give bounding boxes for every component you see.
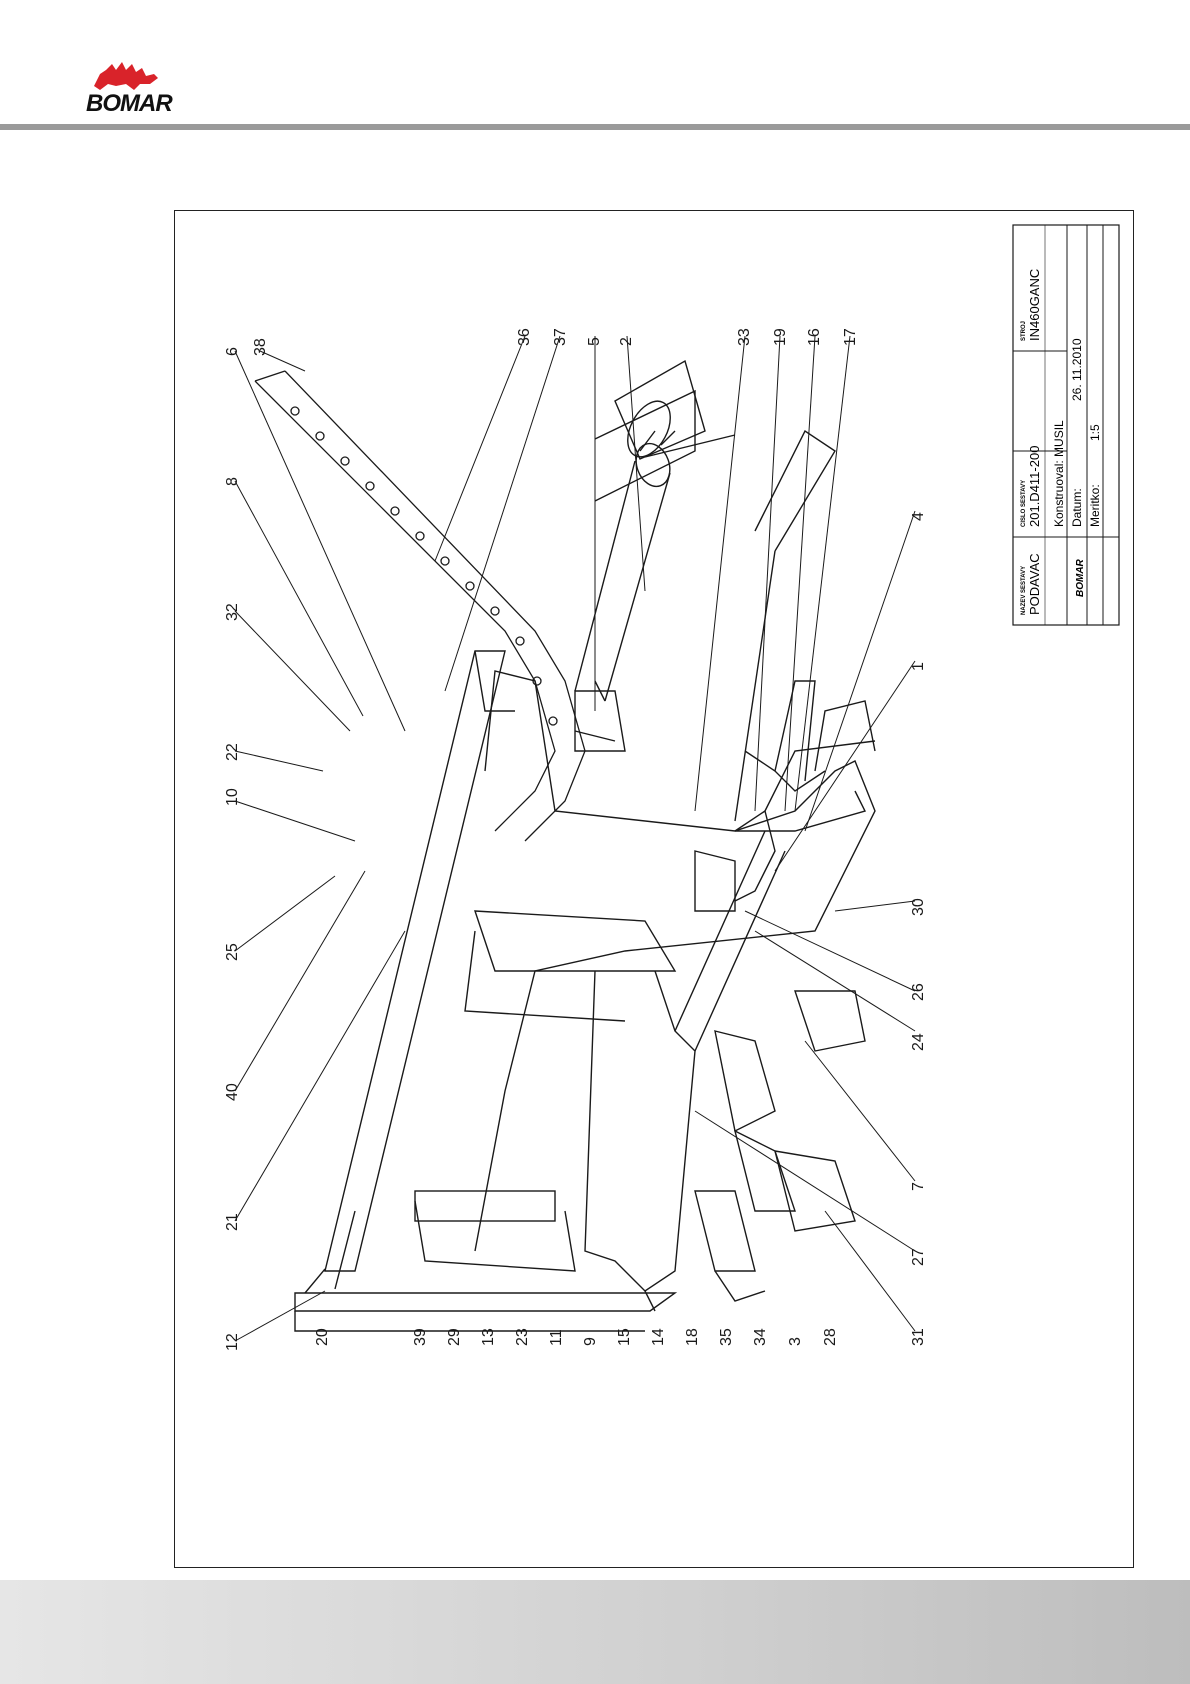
callout-22: 22 [224, 743, 241, 761]
logo-text: BOMAR [86, 90, 172, 118]
callout-37: 37 [552, 328, 569, 346]
technical-drawing: NAZEV SESTAVY PODAVAC CISLO SESTAVY 201.… [175, 211, 1133, 1567]
title-date-value: 26. 11.2010 [1070, 338, 1084, 401]
title-date-label: Datum: [1070, 488, 1084, 527]
callout-7: 7 [910, 1182, 927, 1191]
callout-34: 34 [752, 1328, 769, 1346]
page-footer [0, 1580, 1190, 1684]
callout-3: 3 [787, 1337, 804, 1346]
assembly-drawing [295, 361, 875, 1331]
callouts-right: 4 1 30 26 24 7 27 31 28 3 34 35 18 14 15… [314, 512, 927, 1346]
callout-33: 33 [736, 328, 753, 346]
callout-25: 25 [224, 943, 241, 961]
title-machine-value: IN460GANC [1027, 269, 1042, 341]
callout-24: 24 [910, 1033, 927, 1051]
callout-15: 15 [616, 1328, 633, 1346]
company-logo: BOMAR [86, 60, 186, 120]
callout-39: 39 [412, 1328, 429, 1346]
title-name-value: PODAVAC [1027, 553, 1042, 615]
callout-1: 1 [910, 662, 927, 671]
callouts-right-top: 36 37 5 2 33 19 16 17 [516, 328, 859, 346]
callout-10: 10 [224, 788, 241, 806]
callout-8: 8 [224, 477, 241, 486]
callout-14: 14 [650, 1328, 667, 1346]
callout-9: 9 [582, 1337, 599, 1346]
callout-36: 36 [516, 328, 533, 346]
callout-30: 30 [910, 898, 927, 916]
callout-35: 35 [718, 1328, 735, 1346]
cylinder [575, 431, 676, 701]
callout-21: 21 [224, 1213, 241, 1231]
callout-5: 5 [586, 337, 603, 346]
callout-28: 28 [822, 1328, 839, 1346]
callout-32: 32 [224, 603, 241, 621]
callout-27: 27 [910, 1248, 927, 1266]
callout-19: 19 [772, 328, 789, 346]
callout-20: 20 [314, 1328, 331, 1346]
callout-11: 11 [548, 1329, 565, 1346]
callout-38: 38 [252, 338, 269, 356]
callout-17: 17 [842, 328, 859, 346]
callout-16: 16 [806, 328, 823, 346]
callout-40: 40 [224, 1083, 241, 1101]
callout-23: 23 [514, 1328, 531, 1346]
title-block: NAZEV SESTAVY PODAVAC CISLO SESTAVY 201.… [1013, 225, 1119, 625]
title-scale-value: 1:5 [1088, 424, 1102, 441]
callout-12: 12 [224, 1333, 241, 1351]
callout-29: 29 [446, 1328, 463, 1346]
callout-31: 31 [910, 1328, 927, 1346]
title-number-value: 201.D411-200 [1027, 446, 1042, 527]
dinosaur-icon [86, 60, 176, 94]
callout-6: 6 [224, 347, 241, 356]
callout-26: 26 [910, 983, 927, 1001]
drawing-frame: NAZEV SESTAVY PODAVAC CISLO SESTAVY 201.… [174, 210, 1134, 1568]
cable-chain [255, 371, 585, 841]
title-designer: Konstruoval: MUSIL [1052, 420, 1066, 527]
title-scale-label: Meritko: [1088, 484, 1102, 527]
header-rule [0, 124, 1190, 130]
callout-18: 18 [684, 1328, 701, 1346]
callout-4: 4 [910, 512, 927, 521]
callout-2: 2 [618, 337, 635, 346]
callouts-top: 6 38 8 32 22 10 25 40 21 12 [224, 338, 269, 1351]
title-small-logo: BOMAR [1075, 558, 1086, 597]
callout-13: 13 [480, 1328, 497, 1346]
